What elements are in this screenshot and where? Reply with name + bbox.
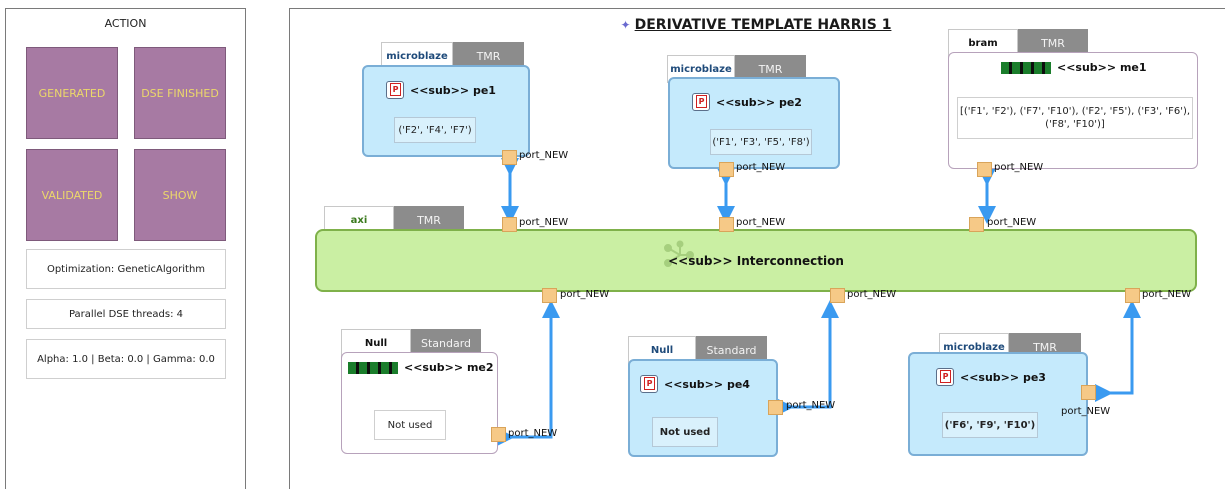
pe2-block[interactable]: <<sub>> pe2 ('F1', 'F3', 'F5', 'F8') (668, 77, 840, 169)
pe1-port-label: port_NEW (519, 150, 569, 161)
wire-pe4[interactable] (776, 300, 839, 416)
interconnect-port-1[interactable] (502, 217, 517, 232)
pe3-block[interactable]: <<sub>> pe3 ('F6', 'F9', 'F10') (908, 352, 1088, 456)
interconnect-port-5[interactable] (830, 288, 845, 303)
pe2-name: <<sub>> pe2 (716, 95, 802, 109)
pe2-content: ('F1', 'F3', 'F5', 'F8') (710, 129, 812, 155)
pe1-name: <<sub>> pe1 (410, 83, 496, 97)
memory-icon (1001, 61, 1051, 74)
interconnect-port-1-label: port_NEW (519, 217, 569, 228)
interconnect-port-4-label: port_NEW (560, 289, 610, 300)
validated-button[interactable]: VALIDATED (26, 149, 118, 241)
action-panel: ACTION GENERATED DSE FINISHED VALIDATED … (5, 8, 246, 489)
diamond-icon: ✦ (620, 18, 631, 32)
diagram-title: ✦DERIVATIVE TEMPLATE HARRIS 1 (290, 17, 1222, 33)
pe4-name: <<sub>> pe4 (664, 377, 750, 391)
pe3-port[interactable] (1081, 385, 1096, 400)
me2-port[interactable] (491, 427, 506, 442)
processor-icon (692, 93, 710, 111)
interconnect-port-3-label: port_NEW (987, 217, 1037, 228)
diagram-canvas: ✦DERIVATIVE TEMPLATE HARRIS 1 microblaze… (289, 8, 1225, 489)
me2-name: <<sub>> me2 (404, 361, 494, 374)
interconnection-block[interactable]: <<sub>> Interconnection (315, 229, 1197, 292)
pe1-port[interactable] (502, 150, 517, 165)
pe3-header: <<sub>> pe3 (936, 368, 1046, 386)
pe3-content: ('F6', 'F9', 'F10') (942, 412, 1038, 438)
processor-icon (640, 375, 658, 393)
interconnect-port-6-label: port_NEW (1142, 289, 1192, 300)
pe1-content: ('F2', 'F4', 'F7') (394, 117, 476, 143)
me1-name: <<sub>> me1 (1057, 61, 1147, 74)
parallel-threads-info: Parallel DSE threads: 4 (26, 299, 226, 329)
me2-block[interactable]: <<sub>> me2 Not used (341, 352, 498, 454)
interconnect-port-5-label: port_NEW (847, 289, 897, 300)
processor-icon (386, 81, 404, 99)
pe2-port[interactable] (719, 162, 734, 177)
pe4-content: Not used (652, 417, 718, 447)
dse-finished-button[interactable]: DSE FINISHED (134, 47, 226, 139)
optimization-info: Optimization: GeneticAlgorithm (26, 249, 226, 289)
pe1-block[interactable]: <<sub>> pe1 ('F2', 'F4', 'F7') (362, 65, 530, 157)
me2-header: <<sub>> me2 (348, 361, 494, 374)
generated-button[interactable]: GENERATED (26, 47, 118, 139)
network-icon (664, 240, 694, 267)
pe4-header: <<sub>> pe4 (640, 375, 750, 393)
memory-icon (348, 361, 398, 374)
interconnect-port-3[interactable] (969, 217, 984, 232)
pe4-block[interactable]: <<sub>> pe4 Not used (628, 359, 778, 457)
pe4-port[interactable] (768, 400, 783, 415)
me1-header: <<sub>> me1 (1001, 61, 1147, 74)
interconnect-port-4[interactable] (542, 288, 557, 303)
interconnect-port-6[interactable] (1125, 288, 1140, 303)
wire-pe3[interactable] (1095, 300, 1141, 402)
weights-info: Alpha: 1.0 | Beta: 0.0 | Gamma: 0.0 (26, 339, 226, 379)
pe2-header: <<sub>> pe2 (692, 93, 802, 111)
pe4-port-label: port_NEW (786, 400, 836, 411)
action-panel-title: ACTION (104, 17, 147, 30)
interconnection-name: <<sub>> Interconnection (668, 253, 844, 268)
me1-port-label: port_NEW (994, 162, 1044, 173)
me1-content: [('F1', 'F2'), ('F7', 'F10'), ('F2', 'F5… (957, 97, 1193, 139)
processor-icon (936, 368, 954, 386)
diagram-title-text: DERIVATIVE TEMPLATE HARRIS 1 (634, 17, 892, 33)
me2-content: Not used (374, 410, 446, 440)
me2-port-label: port_NEW (508, 428, 558, 439)
pe2-port-label: port_NEW (736, 162, 786, 173)
me1-block[interactable]: <<sub>> me1 [('F1', 'F2'), ('F7', 'F10')… (948, 52, 1198, 169)
me1-port[interactable] (977, 162, 992, 177)
pe3-name: <<sub>> pe3 (960, 370, 1046, 384)
interconnect-port-2-label: port_NEW (736, 217, 786, 228)
pe3-port-label: port_NEW (1061, 406, 1111, 417)
show-button[interactable]: SHOW (134, 149, 226, 241)
interconnect-port-2[interactable] (719, 217, 734, 232)
wire-me2[interactable] (497, 300, 560, 446)
connection-wires (497, 158, 1141, 446)
pe1-header: <<sub>> pe1 (386, 81, 496, 99)
